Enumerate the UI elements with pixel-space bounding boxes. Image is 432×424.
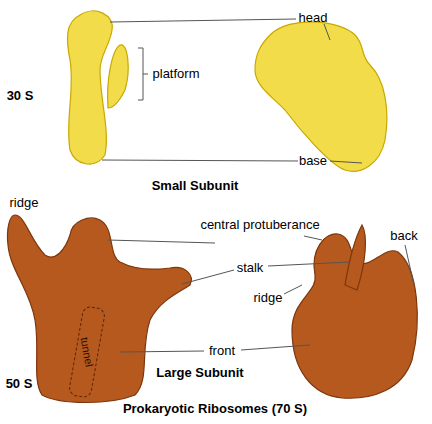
platform-shape: [108, 45, 129, 108]
subunit-size: 30 S: [7, 89, 34, 103]
leader-line: [241, 345, 310, 350]
leader-line: [108, 240, 215, 243]
leader-line: [102, 160, 298, 161]
part-label: stalk: [237, 261, 264, 275]
leader-line: [330, 161, 362, 163]
part-label: ridge: [254, 291, 283, 305]
leader-line: [284, 285, 302, 294]
leader-line: [405, 245, 414, 285]
stalk-shape: [345, 225, 365, 290]
subunit-size: 50 S: [6, 377, 33, 391]
part-label: back: [390, 229, 417, 243]
small-subunit-front: [255, 22, 387, 171]
part-label: ridge: [10, 196, 39, 210]
leader-line: [324, 24, 330, 40]
part-label: base: [299, 154, 327, 168]
leader-line: [268, 262, 350, 266]
leader-line: [110, 19, 296, 22]
figure-caption: Prokaryotic Ribosomes (70 S): [123, 402, 307, 416]
leader-line: [120, 351, 204, 352]
tunnel-outline: [68, 306, 105, 398]
part-label: platform: [153, 67, 200, 81]
leader-line: [304, 236, 322, 240]
subunit-title: Large Subunit: [156, 366, 243, 380]
leader-line: [182, 270, 234, 284]
small-subunit-side: [67, 11, 112, 164]
subunit-title: Small Subunit: [152, 179, 239, 193]
platform-bracket: [138, 48, 148, 100]
part-label: head: [299, 11, 328, 25]
part-label: central protuberance: [195, 218, 325, 232]
part-label: front: [209, 344, 235, 358]
